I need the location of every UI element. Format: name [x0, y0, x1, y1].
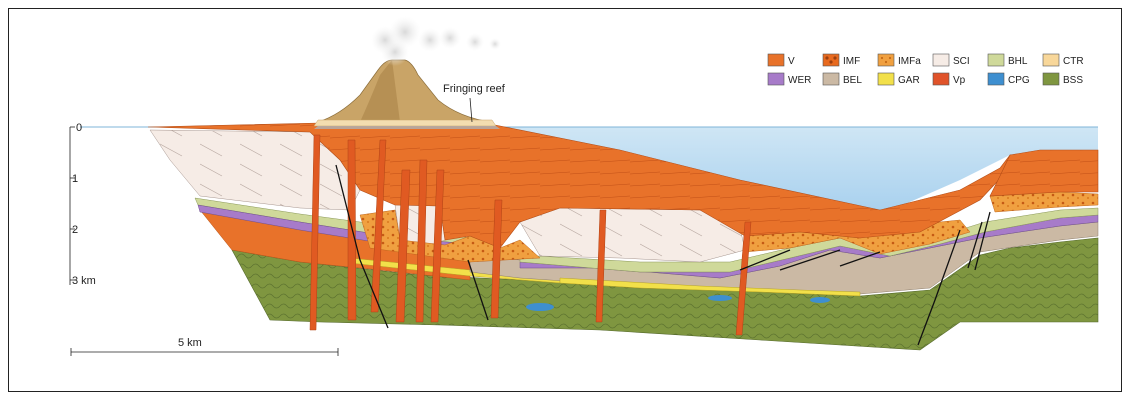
fringing-reef-strip — [314, 120, 496, 126]
cpg-lens — [810, 297, 830, 303]
legend-label-sci: SCI — [953, 56, 970, 67]
legend-swatch-vp — [933, 73, 949, 85]
legend-label-v: V — [788, 56, 795, 67]
legend-label-vp: Vp — [953, 75, 966, 86]
legend-label-cpg: CPG — [1008, 75, 1030, 86]
legend-label-wer: WER — [788, 75, 811, 86]
legend-label-bss: BSS — [1063, 75, 1083, 86]
legend-swatch-texture — [885, 61, 887, 63]
legend-label-imf: IMF — [843, 56, 860, 67]
legend-label-gar: GAR — [898, 75, 920, 86]
depth-tick-3: 3 km — [72, 275, 96, 287]
legend: V IMF IMFa SCI BHL CTR WER BEL GAR Vp CPG BSS — [768, 54, 1084, 86]
legend-swatch-texture — [825, 56, 828, 59]
depth-tick-2: 2 — [72, 224, 78, 236]
legend-swatch-ctr — [1043, 54, 1059, 66]
legend-label-bel: BEL — [843, 75, 862, 86]
legend-swatch-bhl — [988, 54, 1004, 66]
cpg-lens — [526, 303, 554, 311]
legend-swatch-bss — [1043, 73, 1059, 85]
legend-swatch-texture — [881, 57, 883, 59]
legend-label-ctr: CTR — [1063, 56, 1084, 67]
legend-swatch-texture — [889, 57, 891, 59]
legend-swatch-texture — [829, 60, 832, 63]
legend-swatch-texture — [833, 56, 836, 59]
depth-axis: 0 1 2 3 km — [70, 122, 96, 287]
legend-swatch-v — [768, 54, 784, 66]
depth-tick-1: 1 — [72, 173, 78, 185]
eruption-plume — [371, 16, 501, 66]
legend-swatch-cpg — [988, 73, 1004, 85]
legend-label-imfa: IMFa — [898, 56, 921, 67]
depth-tick-0: 0 — [76, 122, 82, 134]
legend-swatch-imf — [823, 54, 839, 66]
cpg-lens — [708, 295, 732, 301]
scale-bar-label: 5 km — [178, 337, 202, 349]
legend-swatch-wer — [768, 73, 784, 85]
scale-bar: 5 km — [71, 337, 338, 356]
legend-swatch-bel — [823, 73, 839, 85]
fringing-reef-shoal — [314, 126, 500, 129]
legend-swatch-gar — [878, 73, 894, 85]
legend-swatch-sci — [933, 54, 949, 66]
legend-swatch-imfa — [878, 54, 894, 66]
fringing-reef-label: Fringing reef — [443, 83, 506, 95]
legend-label-bhl: BHL — [1008, 56, 1028, 67]
